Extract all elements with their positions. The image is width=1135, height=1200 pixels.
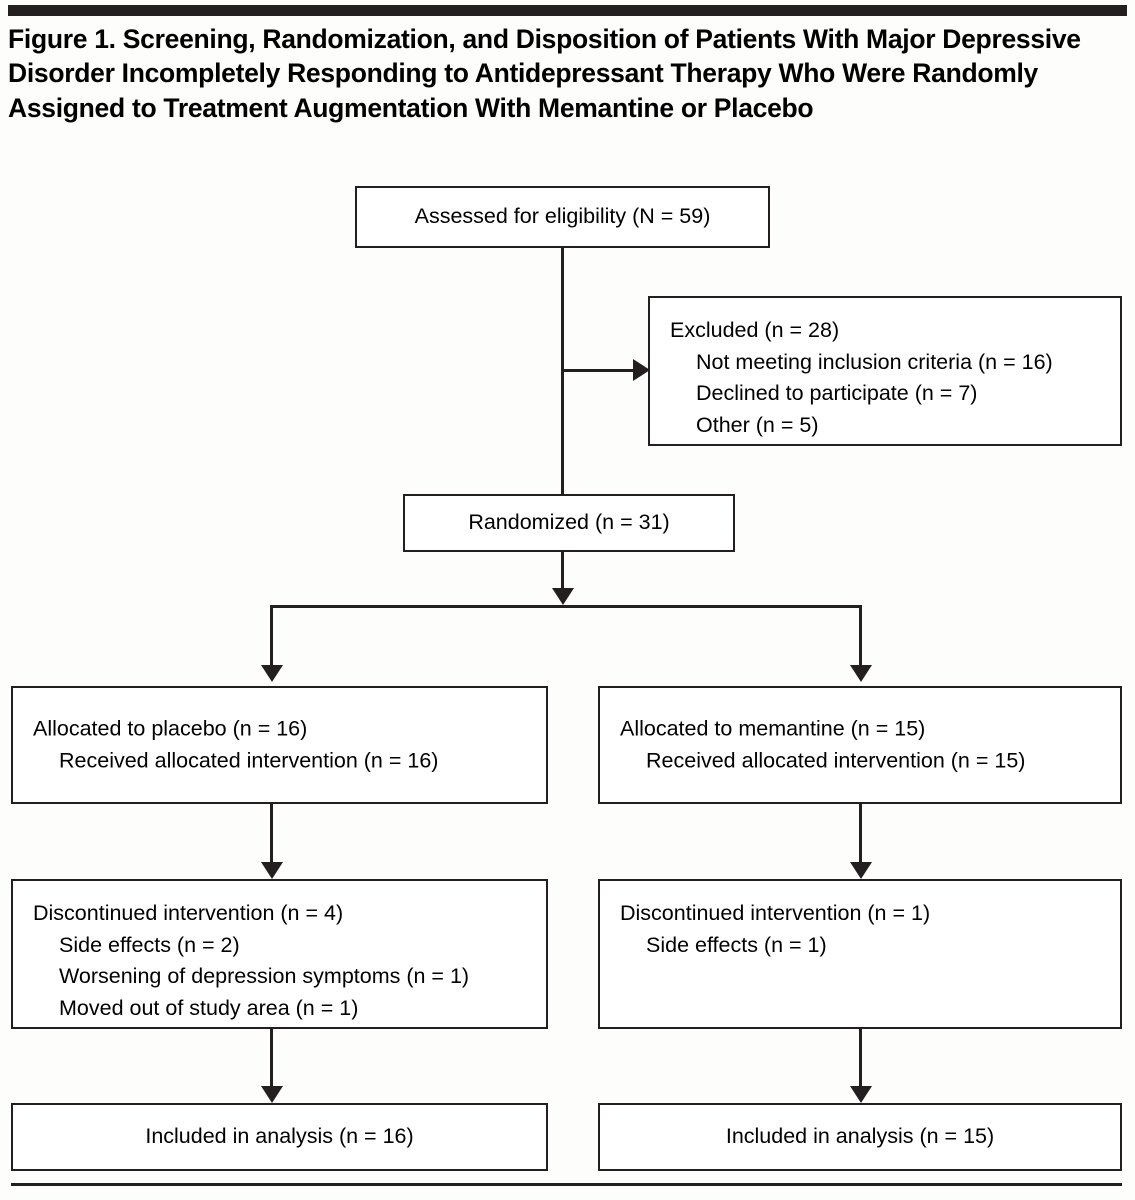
node-line-primary: Allocated to memantine (n = 15) [620,716,926,741]
node-body: Allocated to memantine (n = 15) Received… [620,713,1110,776]
top-divider-rule [8,5,1127,16]
node-line-primary: Assessed for eligibility (N = 59) [414,204,711,229]
node-line-detail: Received allocated intervention (n = 16) [59,748,439,772]
arrow-down-icon-placebo-analysis [261,1086,283,1103]
connector-enrollment-trunk [561,248,564,498]
node-body: Excluded (n = 28) Not meeting inclusion … [670,315,1110,441]
node-line-detail: Not meeting inclusion criteria (n = 16) [696,349,1053,374]
connector-placebo-alloc-to-disc [270,804,273,864]
node-body: Discontinued intervention (n = 1) Side e… [620,898,1110,961]
node-randomized: Randomized (n = 31) [403,494,735,552]
connector-memantine-alloc-to-disc [859,804,862,864]
node-discontinued-memantine: Discontinued intervention (n = 1) Side e… [598,879,1122,1029]
node-line-primary: Included in analysis (n = 16) [145,1124,414,1149]
node-line-detail: Worsening of depression symptoms (n = 1) [59,964,470,989]
node-body: Discontinued intervention (n = 4) Side e… [33,898,536,1024]
node-line-primary: Included in analysis (n = 15) [725,1124,995,1149]
node-line-primary: Allocated to placebo (n = 16) [33,716,308,741]
arrow-down-icon-memantine-analysis [850,1086,872,1103]
arrow-right-icon-excluded [633,359,650,381]
connector-split-left [270,605,273,667]
node-line-primary: Excluded (n = 28) [670,318,840,342]
connector-split-bar [270,605,862,608]
node-body: Included in analysis (n = 15) [600,1121,1120,1153]
arrow-down-icon-split [552,588,574,605]
node-allocated-memantine: Allocated to memantine (n = 15) Received… [598,686,1122,804]
node-line-primary: Discontinued intervention (n = 4) [33,901,344,925]
node-excluded: Excluded (n = 28) Not meeting inclusion … [648,296,1122,446]
connector-memantine-disc-to-analysis [859,1029,862,1088]
arrow-down-icon-placebo-disc [261,862,283,879]
node-line-detail: Moved out of study area (n = 1) [59,995,359,1020]
node-line-detail: Declined to participate (n = 7) [696,381,978,406]
connector-split-right [859,605,862,667]
node-analysis-placebo: Included in analysis (n = 16) [11,1103,548,1171]
node-discontinued-placebo: Discontinued intervention (n = 4) Side e… [11,879,548,1029]
arrow-down-icon-memantine-alloc [850,665,872,682]
node-body: Allocated to placebo (n = 16) Received a… [33,713,536,776]
connector-randomized-down [561,552,564,590]
arrow-down-icon-memantine-disc [850,862,872,879]
node-line-detail: Side effects (n = 2) [59,932,240,957]
node-line-detail: Side effects (n = 1) [646,932,827,957]
connector-placebo-disc-to-analysis [270,1029,273,1088]
node-body: Randomized (n = 31) [405,507,733,539]
node-assessed-for-eligibility: Assessed for eligibility (N = 59) [355,186,770,248]
node-line-primary: Randomized (n = 31) [468,510,670,535]
node-line-primary: Discontinued intervention (n = 1) [620,901,931,925]
node-allocated-placebo: Allocated to placebo (n = 16) Received a… [11,686,548,804]
connector-to-excluded-line [561,369,636,372]
bottom-divider-rule [11,1183,1122,1186]
node-body: Included in analysis (n = 16) [13,1121,546,1153]
node-line-detail: Received allocated intervention (n = 15) [646,748,1026,772]
node-line-detail: Other (n = 5) [696,412,819,437]
node-body: Assessed for eligibility (N = 59) [357,201,768,233]
figure-title: Figure 1. Screening, Randomization, and … [8,24,1081,123]
arrow-down-icon-placebo-alloc [261,665,283,682]
node-analysis-memantine: Included in analysis (n = 15) [598,1103,1122,1171]
